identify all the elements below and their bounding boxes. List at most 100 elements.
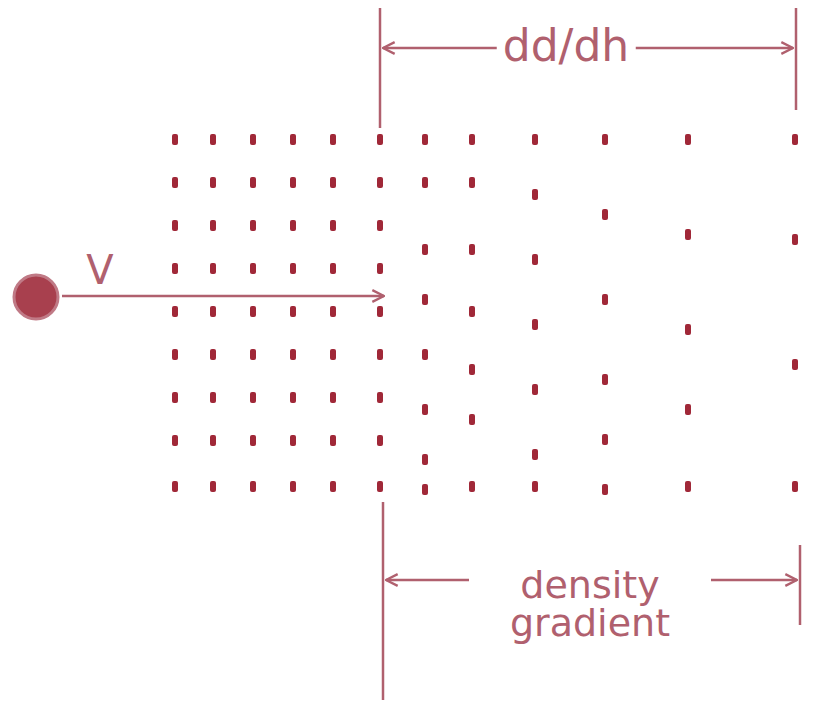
particle-dot: [210, 435, 216, 446]
particle-dot: [685, 229, 691, 240]
particle-dot: [210, 220, 216, 231]
particle-dot: [330, 134, 336, 145]
particle-grid: [172, 134, 798, 495]
particle-dot: [210, 481, 216, 492]
particle-dot: [290, 481, 296, 492]
particle-dot: [532, 481, 538, 492]
particle-dot: [330, 349, 336, 360]
dimension-tick: [382, 502, 385, 700]
particle-dot: [469, 364, 475, 375]
particle-dot: [469, 134, 475, 145]
dimension-tick: [379, 8, 382, 128]
particle-dot: [290, 134, 296, 145]
particle-dot: [330, 263, 336, 274]
particle-dot: [250, 349, 256, 360]
particle-dot: [210, 177, 216, 188]
particle-dot: [290, 349, 296, 360]
particle-dot: [330, 306, 336, 317]
particle-dot: [422, 454, 428, 465]
particle-dot: [377, 349, 383, 360]
particle-dot: [172, 263, 178, 274]
particle-dot: [377, 134, 383, 145]
particle-dot: [290, 306, 296, 317]
particle-dot: [330, 177, 336, 188]
particle-dot: [532, 384, 538, 395]
particle-dot: [250, 177, 256, 188]
particle-dot: [685, 481, 691, 492]
particle-dot: [685, 404, 691, 415]
particle-dot: [792, 481, 798, 492]
particle-dot: [330, 220, 336, 231]
particle-dot: [685, 324, 691, 335]
particle-dot: [469, 177, 475, 188]
dimension-tick: [799, 545, 802, 625]
dimension-label: density gradient: [469, 566, 711, 642]
particle-dot: [532, 254, 538, 265]
particle-dot: [290, 392, 296, 403]
particle-dot: [422, 134, 428, 145]
particle-dot: [250, 392, 256, 403]
particle-dot: [792, 234, 798, 245]
particle-dot: [422, 244, 428, 255]
particle-dot: [290, 177, 296, 188]
particle-dot: [602, 209, 608, 220]
particle-dot: [172, 435, 178, 446]
particle-dot: [250, 220, 256, 231]
particle-dot: [210, 134, 216, 145]
velocity-label: V: [80, 250, 119, 290]
particle-dot: [422, 294, 428, 305]
particle-dot: [290, 263, 296, 274]
particle-dot: [250, 263, 256, 274]
particle-dot: [250, 435, 256, 446]
particle-dot: [210, 392, 216, 403]
particle-dot: [330, 392, 336, 403]
particle-dot: [469, 306, 475, 317]
particle-dot: [172, 481, 178, 492]
particle-dot: [792, 359, 798, 370]
particle-dot: [377, 263, 383, 274]
particle-dot: [469, 481, 475, 492]
particle-dot: [250, 306, 256, 317]
particle-dot: [210, 349, 216, 360]
particle-dot: [602, 484, 608, 495]
particle-dot: [250, 134, 256, 145]
particle-dot: [172, 349, 178, 360]
particle-dot: [377, 220, 383, 231]
particle-dot: [532, 189, 538, 200]
particle-dot: [469, 244, 475, 255]
particle-dot: [469, 414, 475, 425]
particle-dot: [172, 177, 178, 188]
particle-dot: [377, 306, 383, 317]
particle-dot: [377, 481, 383, 492]
particle-dot: [172, 392, 178, 403]
particle-dot: [602, 294, 608, 305]
particle-dot: [422, 484, 428, 495]
particle-dot: [602, 374, 608, 385]
particle-dot: [377, 392, 383, 403]
particle-dot: [377, 177, 383, 188]
particle-dot: [602, 134, 608, 145]
particle-dot: [290, 435, 296, 446]
particle-dot: [330, 481, 336, 492]
particle-dot: [602, 434, 608, 445]
particle-dot: [532, 134, 538, 145]
particle-dot: [172, 220, 178, 231]
particle-dot: [290, 220, 296, 231]
particle-dot: [792, 134, 798, 145]
projectile-ball: [14, 275, 58, 319]
particle-dot: [172, 134, 178, 145]
particle-dot: [210, 306, 216, 317]
dimension-tick: [795, 8, 798, 110]
particle-dot: [422, 177, 428, 188]
particle-dot: [377, 435, 383, 446]
velocity-arrow: [62, 295, 384, 298]
particle-dot: [250, 481, 256, 492]
particle-dot: [532, 449, 538, 460]
particle-dot: [422, 349, 428, 360]
particle-dot: [172, 306, 178, 317]
dimension-label: dd/dh: [497, 24, 636, 68]
particle-dot: [685, 134, 691, 145]
particle-dot: [532, 319, 538, 330]
particle-dot: [210, 263, 216, 274]
